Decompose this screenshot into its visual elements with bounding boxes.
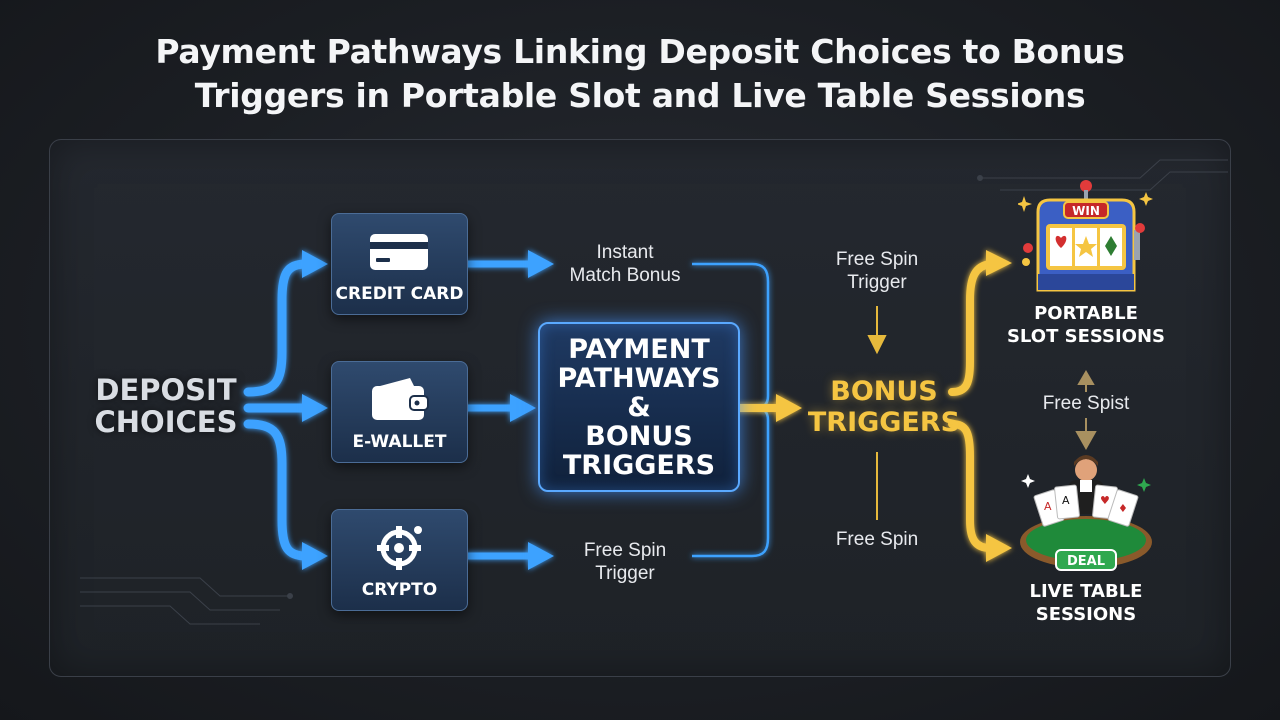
title-line-1: Payment Pathways Linking Deposit Choices… xyxy=(155,32,1125,71)
instant-match-bonus-label: Instant Match Bonus xyxy=(569,242,681,286)
deposit-choices-label: DEPOSIT CHOICES xyxy=(94,373,238,439)
bonus-triggers-label: BONUS TRIGGERS xyxy=(807,376,961,438)
bonus-arrowheads xyxy=(776,250,1012,562)
title-line-2: Triggers in Portable Slot and Live Table… xyxy=(194,76,1086,115)
method-arrowheads xyxy=(510,250,554,570)
page-title: Payment Pathways Linking Deposit Choices… xyxy=(0,30,1280,118)
portable-slot-sessions-label: PORTABLE SLOT SESSIONS xyxy=(1006,303,1166,347)
credit-card-box[interactable]: CREDIT CARD xyxy=(331,213,468,315)
table-deal-badge: DEAL xyxy=(1067,554,1105,569)
svg-text:♦: ♦ xyxy=(1118,502,1128,515)
free-spist-label: Free Spist xyxy=(1042,393,1130,414)
credit-card-label: CREDIT CARD xyxy=(335,284,464,304)
trigger-arrows xyxy=(867,306,887,520)
e-wallet-label: E-WALLET xyxy=(352,432,447,452)
crypto-icon xyxy=(377,526,422,570)
svg-text:♥: ♥ xyxy=(1100,494,1110,507)
circuit-decoration xyxy=(80,159,1228,625)
slot-machine-icon: WIN xyxy=(1018,180,1153,292)
wallet-icon xyxy=(372,378,429,420)
session-link-arrows xyxy=(1075,370,1097,451)
deposit-arrowheads xyxy=(302,250,328,570)
svg-text:A: A xyxy=(1044,500,1052,513)
svg-text:A: A xyxy=(1062,494,1070,507)
live-table-sessions-label: LIVE TABLE SESSIONS xyxy=(1029,581,1143,625)
free-spin-trigger-left-label: Free Spin Trigger xyxy=(583,540,667,584)
crypto-label: CRYPTO xyxy=(361,580,438,600)
free-spin-bottom-label: Free Spin xyxy=(835,529,919,550)
slot-win-badge: WIN xyxy=(1072,204,1100,218)
bonus-flow-arrows xyxy=(736,260,994,552)
payment-pathways-center: PAYMENT PATHWAYS & BONUS TRIGGERS xyxy=(538,322,740,492)
center-label: PAYMENT PATHWAYS & BONUS TRIGGERS xyxy=(557,333,721,481)
card-table-icon: A A ♥ ♦ DEAL xyxy=(1020,455,1152,571)
e-wallet-box[interactable]: E-WALLET xyxy=(331,361,468,463)
credit-card-icon xyxy=(370,234,428,270)
crypto-box[interactable]: CRYPTO xyxy=(331,509,468,611)
free-spin-trigger-top-label: Free Spin Trigger xyxy=(835,249,919,293)
deposit-flow-arrows xyxy=(243,259,311,561)
method-flow-arrows xyxy=(464,260,536,560)
